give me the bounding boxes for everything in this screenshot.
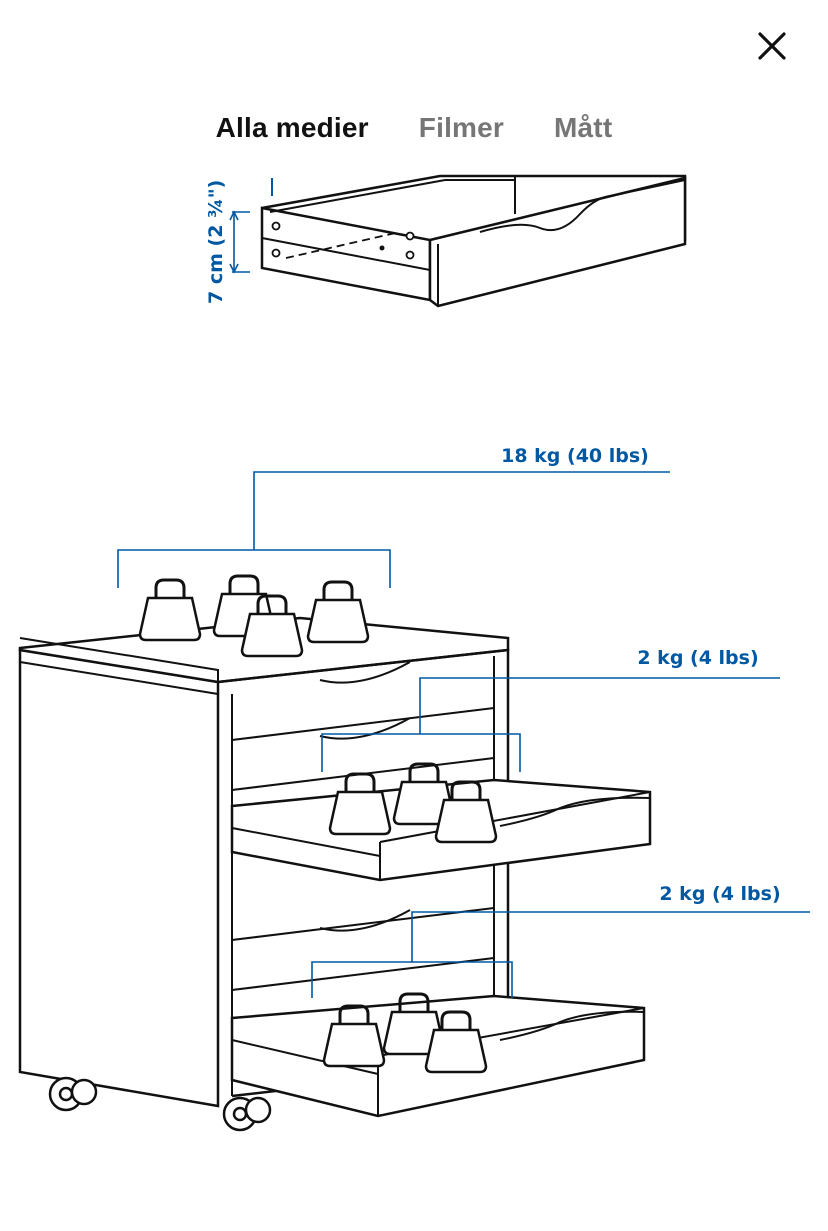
media-tabs: Alla medier Filmer Mått (0, 112, 828, 144)
tab-dimensions[interactable]: Mått (554, 112, 613, 143)
load-brackets (117, 471, 810, 998)
drawer-detail-diagram: 7 cm (2 ¾") (205, 174, 687, 308)
top-load-label: 18 kg (40 lbs) (501, 445, 649, 467)
tab-movies[interactable]: Filmer (418, 112, 505, 143)
tab-all-media[interactable]: Alla medier (215, 112, 369, 143)
close-button[interactable] (748, 22, 796, 70)
bottom-drawer-load-label: 2 kg (4 lbs) (659, 883, 780, 905)
middle-drawer-load-label: 2 kg (4 lbs) (637, 647, 758, 669)
drawer-height-label: 7 cm (2 ¾") (205, 180, 227, 304)
caster-wheels (48, 1076, 272, 1132)
close-icon (758, 32, 786, 60)
cabinet-load-diagram: 18 kg (40 lbs) 2 kg (4 lbs) 2 kg (4 lbs) (18, 445, 810, 1132)
